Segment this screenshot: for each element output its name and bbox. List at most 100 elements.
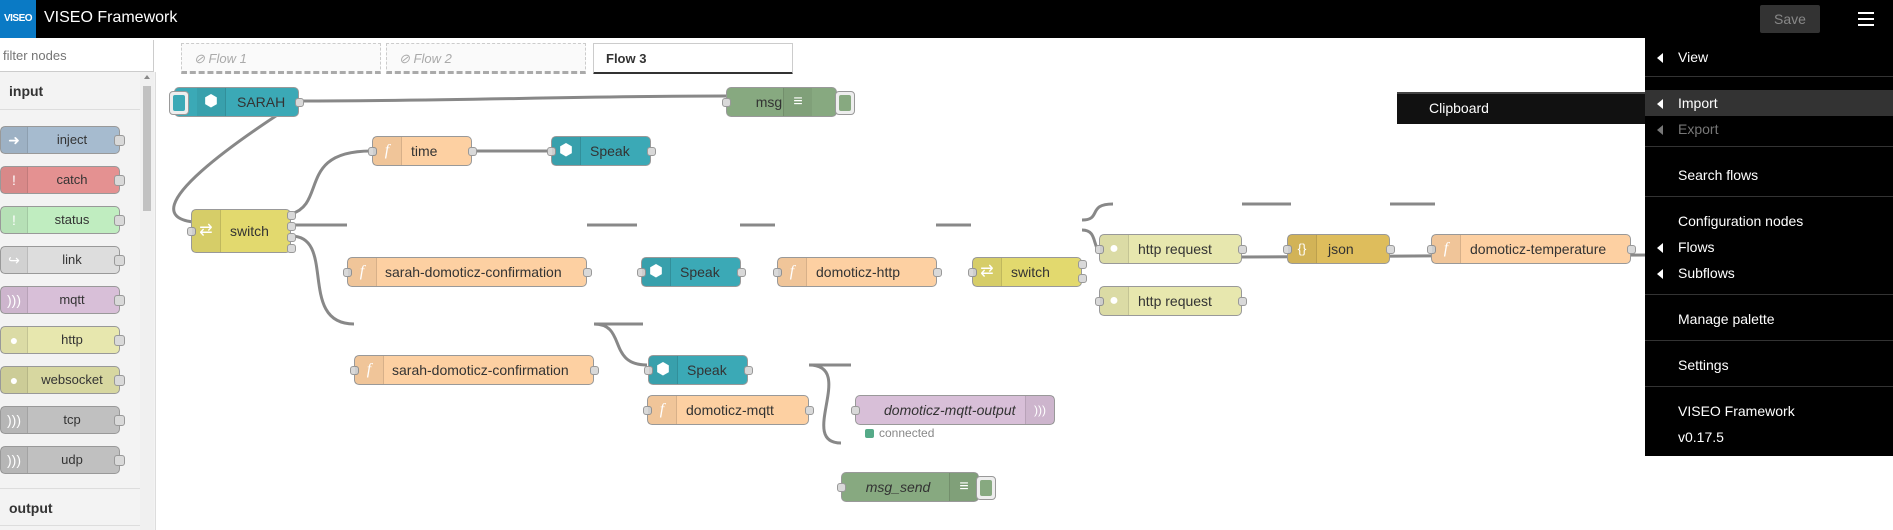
flow-node-sarah-domoticz-confirmation-1[interactable]: f sarah-domoticz-confirmation: [343, 257, 592, 287]
flow-node-msg[interactable]: msg ≡: [722, 87, 855, 117]
input-port[interactable]: [773, 268, 782, 277]
output-port[interactable]: [1078, 274, 1087, 283]
palette-node-http[interactable]: ● http: [0, 326, 125, 354]
input-port[interactable]: [722, 98, 731, 107]
output-port[interactable]: [933, 268, 942, 277]
flow-node-speak-2[interactable]: ⬢ Speak: [637, 257, 746, 287]
debug-toggle-button[interactable]: [835, 91, 855, 115]
output-port[interactable]: [805, 406, 814, 415]
scroll-up-icon[interactable]: [144, 75, 150, 79]
input-port[interactable]: [187, 227, 196, 236]
output-port[interactable]: [114, 295, 125, 306]
flow-node-json[interactable]: {} json: [1283, 234, 1395, 264]
flow-node-speak-3[interactable]: ⬢ Speak: [644, 355, 753, 385]
main-menu-button[interactable]: [1846, 4, 1886, 34]
menu-item-subflows[interactable]: Subflows: [1645, 260, 1893, 286]
flow-node-domoticz-mqtt[interactable]: f domoticz-mqtt: [643, 395, 814, 425]
input-port[interactable]: [1095, 297, 1104, 306]
menu-item-import[interactable]: Import: [1645, 90, 1893, 116]
output-port[interactable]: [468, 147, 477, 156]
output-port[interactable]: [287, 244, 296, 253]
output-port[interactable]: [295, 98, 304, 107]
output-port[interactable]: [114, 255, 125, 266]
flow-workspace[interactable]: ⬢ SARAH msg ≡ ⇄ switch f time ⬢ Speak f …: [157, 74, 1893, 530]
flow-node-time[interactable]: f time: [368, 136, 477, 166]
palette-node-status[interactable]: ! status: [0, 206, 125, 234]
output-port[interactable]: [647, 147, 656, 156]
tab-flow-2[interactable]: ⊘ Flow 2: [386, 43, 586, 74]
palette-category-output[interactable]: output: [0, 488, 140, 526]
menu-item-manage-palette[interactable]: Manage palette: [1678, 311, 1775, 327]
flow-node-http-request-1[interactable]: ● http request: [1095, 234, 1247, 264]
output-port[interactable]: [1238, 245, 1247, 254]
output-port[interactable]: [744, 366, 753, 375]
input-port[interactable]: [547, 147, 556, 156]
scrollbar-thumb[interactable]: [143, 86, 151, 211]
output-port[interactable]: [114, 335, 125, 346]
input-port[interactable]: [1427, 245, 1436, 254]
output-port[interactable]: [114, 415, 125, 426]
input-port[interactable]: [350, 366, 359, 375]
palette-node-catch[interactable]: ! catch: [0, 166, 125, 194]
input-port[interactable]: [968, 268, 977, 277]
output-port[interactable]: [114, 215, 125, 226]
menu-item-export[interactable]: Export: [1645, 116, 1893, 142]
output-port[interactable]: [590, 366, 599, 375]
flow-node-switch-1[interactable]: ⇄ switch: [187, 209, 296, 253]
input-port[interactable]: [1283, 245, 1292, 254]
palette-category-input[interactable]: input: [0, 72, 140, 110]
output-port[interactable]: [114, 455, 125, 466]
tab-flow-1[interactable]: ⊘ Flow 1: [181, 43, 381, 74]
flow-node-domoticz-temperature[interactable]: f domoticz-temperature: [1427, 234, 1636, 264]
menu-item-about[interactable]: VISEO Framework: [1678, 403, 1795, 419]
output-port[interactable]: [583, 268, 592, 277]
flow-node-msg-send[interactable]: msg_send ≡: [837, 472, 996, 502]
output-port[interactable]: [287, 211, 296, 220]
palette-node-link[interactable]: ↪ link: [0, 246, 125, 274]
input-port[interactable]: [851, 406, 860, 415]
flow-node-domoticz-http[interactable]: f domoticz-http: [773, 257, 942, 287]
import-submenu: Clipboard: [1397, 92, 1645, 124]
input-port[interactable]: [837, 483, 846, 492]
input-port[interactable]: [637, 268, 646, 277]
flow-node-switch-2[interactable]: ⇄ switch: [968, 257, 1087, 287]
flow-node-speak-1[interactable]: ⬢ Speak: [547, 136, 656, 166]
bridge-icon: ))): [1, 287, 28, 313]
tab-flow-3[interactable]: Flow 3: [593, 43, 793, 75]
output-port[interactable]: [1238, 297, 1247, 306]
menu-item-search-flows[interactable]: Search flows: [1678, 167, 1759, 183]
node-inject-button[interactable]: [169, 91, 189, 115]
input-port[interactable]: [1095, 245, 1104, 254]
palette-node-udp[interactable]: ))) udp: [0, 446, 125, 474]
palette-node-tcp[interactable]: ))) tcp: [0, 406, 125, 434]
palette-node-inject[interactable]: ➜ inject: [0, 126, 125, 154]
output-port[interactable]: [114, 135, 125, 146]
flow-node-domoticz-mqtt-output[interactable]: domoticz-mqtt-output ))): [851, 395, 1055, 425]
flow-node-http-request-2[interactable]: ● http request: [1095, 286, 1247, 316]
output-port[interactable]: [737, 268, 746, 277]
input-port[interactable]: [343, 268, 352, 277]
input-port[interactable]: [643, 406, 652, 415]
output-port[interactable]: [1078, 260, 1087, 269]
flow-node-sarah-domoticz-confirmation-2[interactable]: f sarah-domoticz-confirmation: [350, 355, 599, 385]
output-port[interactable]: [1627, 245, 1636, 254]
debug-toggle-button[interactable]: [976, 476, 996, 500]
palette-node-websocket[interactable]: ● websocket: [0, 366, 125, 394]
filter-nodes-input[interactable]: [0, 40, 154, 72]
menu-item-view[interactable]: View: [1645, 44, 1893, 70]
flow-node-sarah[interactable]: ⬢ SARAH: [169, 87, 304, 117]
menu-item-settings[interactable]: Settings: [1678, 357, 1729, 373]
input-port[interactable]: [644, 366, 653, 375]
output-port[interactable]: [287, 233, 296, 242]
output-port[interactable]: [114, 375, 125, 386]
output-port[interactable]: [1386, 245, 1395, 254]
menu-item-flows[interactable]: Flows: [1645, 234, 1893, 260]
palette-scrollbar[interactable]: [140, 72, 154, 530]
save-button[interactable]: Save: [1760, 5, 1820, 33]
output-port[interactable]: [287, 222, 296, 231]
palette-node-mqtt[interactable]: ))) mqtt: [0, 286, 125, 314]
input-port[interactable]: [368, 147, 377, 156]
menu-item-configuration-nodes[interactable]: Configuration nodes: [1678, 213, 1804, 229]
output-port[interactable]: [114, 175, 125, 186]
menu-item-clipboard[interactable]: Clipboard: [1429, 100, 1489, 116]
